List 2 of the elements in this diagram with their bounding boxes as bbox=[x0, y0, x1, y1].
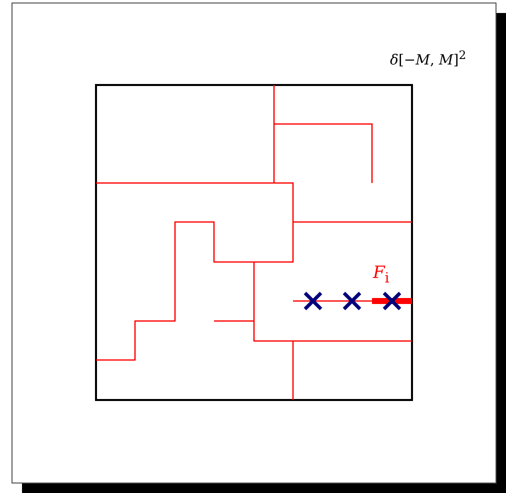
domain-label: δ[−M, M]$^{2}$ bbox=[390, 48, 466, 69]
set-label: F$_{i}$ bbox=[373, 263, 390, 286]
